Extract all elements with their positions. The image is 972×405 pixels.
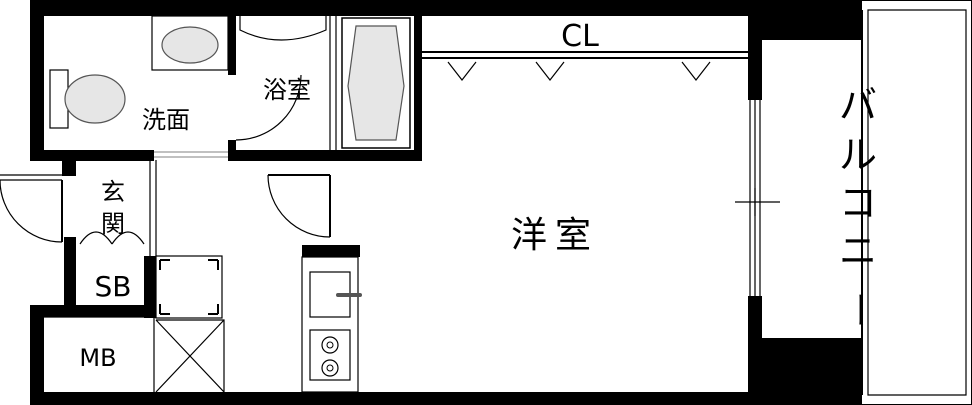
wall-sb-bottom [30,305,154,317]
wall-kitchen-top [302,245,360,257]
label-washroom: 洗面 [142,106,190,134]
wall-right-bottom [748,296,762,405]
room-door-swing [267,174,331,238]
wall-wet-bottom [30,150,154,161]
entrance-door-swing [0,179,63,243]
wash-basin-bowl [161,26,219,64]
label-bath: 浴室 [263,76,311,104]
bath-door-swing [235,74,302,141]
toilet-bowl [64,74,126,124]
wall-bottom [30,392,762,405]
wall-wet-bottom-2 [228,150,422,161]
wall-left-upper [30,0,44,160]
label-entrance-1: 玄 [101,178,125,206]
room-labels: 洋室 CL 浴室 洗面 玄 関 SB MB [79,19,599,372]
label-meter-box: MB [79,344,116,372]
burner-1 [321,336,339,354]
wall-sb-right [144,256,156,318]
wall-wash-bath-low [228,140,236,160]
label-balcony-5: ー [836,291,880,329]
wall-left-lower [30,305,44,405]
fixtures [49,15,411,377]
bath-sink [239,16,327,41]
wall-right-top [748,0,762,100]
balcony-label: バ ル コ ニ ー [836,83,880,329]
label-entrance-2: 関 [101,210,125,238]
label-western-room: 洋室 [511,215,599,256]
label-shoe-box: SB [95,270,132,303]
walls [30,0,862,405]
wall-top [30,0,762,16]
wall-bath-right [414,0,422,160]
balcony-post-top [762,0,862,40]
bathtub-inner [347,25,405,141]
label-closet: CL [561,19,599,54]
label-balcony-2: ル [839,133,877,177]
label-balcony-3: コ [839,181,877,225]
burner-2 [321,359,339,377]
label-balcony-4: ニ [839,229,877,273]
balcony-post-bottom [762,338,862,405]
doors [0,16,711,245]
wall-sb-left [64,237,76,317]
label-balcony-1: バ [839,83,877,127]
wall-wash-bath [228,0,236,75]
wall-entry-post [62,160,76,176]
